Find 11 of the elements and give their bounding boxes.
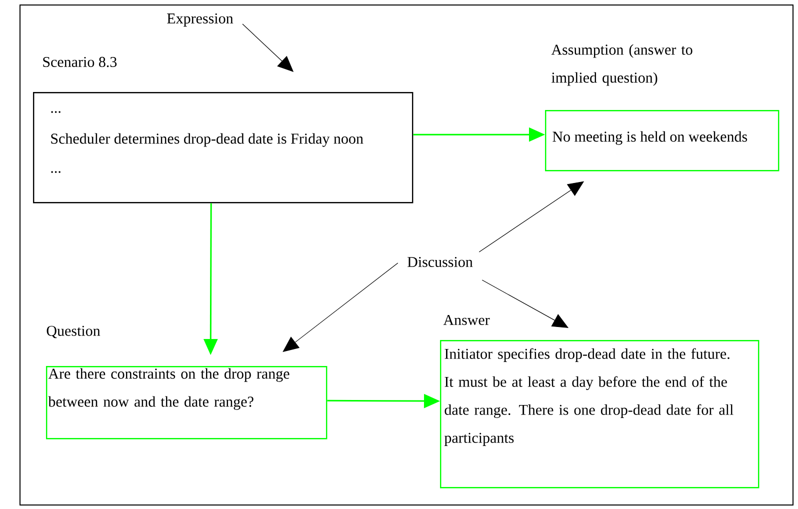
text-box: ... Scheduler determines drop-dead date is Friday noon ... [33, 92, 414, 204]
heading: Scenario 8.3 [43, 56, 117, 68]
text-box: No meeting is held on weekends [545, 110, 780, 172]
heading: Question [46, 326, 100, 338]
heading: Answer [443, 314, 490, 326]
text-box: Initiator specifies drop-dead date in the future. It must be at least a day before the end of the date range. There is one drop-dead date for all participants [440, 340, 760, 488]
text-box: Are there constraints on the drop range between now and the date range? [46, 366, 328, 440]
heading: Assumption (answer to implied question) [551, 44, 692, 86]
label-text: Expression [167, 13, 234, 27]
arrow [282, 262, 398, 352]
label-text: Discussion [408, 256, 473, 268]
